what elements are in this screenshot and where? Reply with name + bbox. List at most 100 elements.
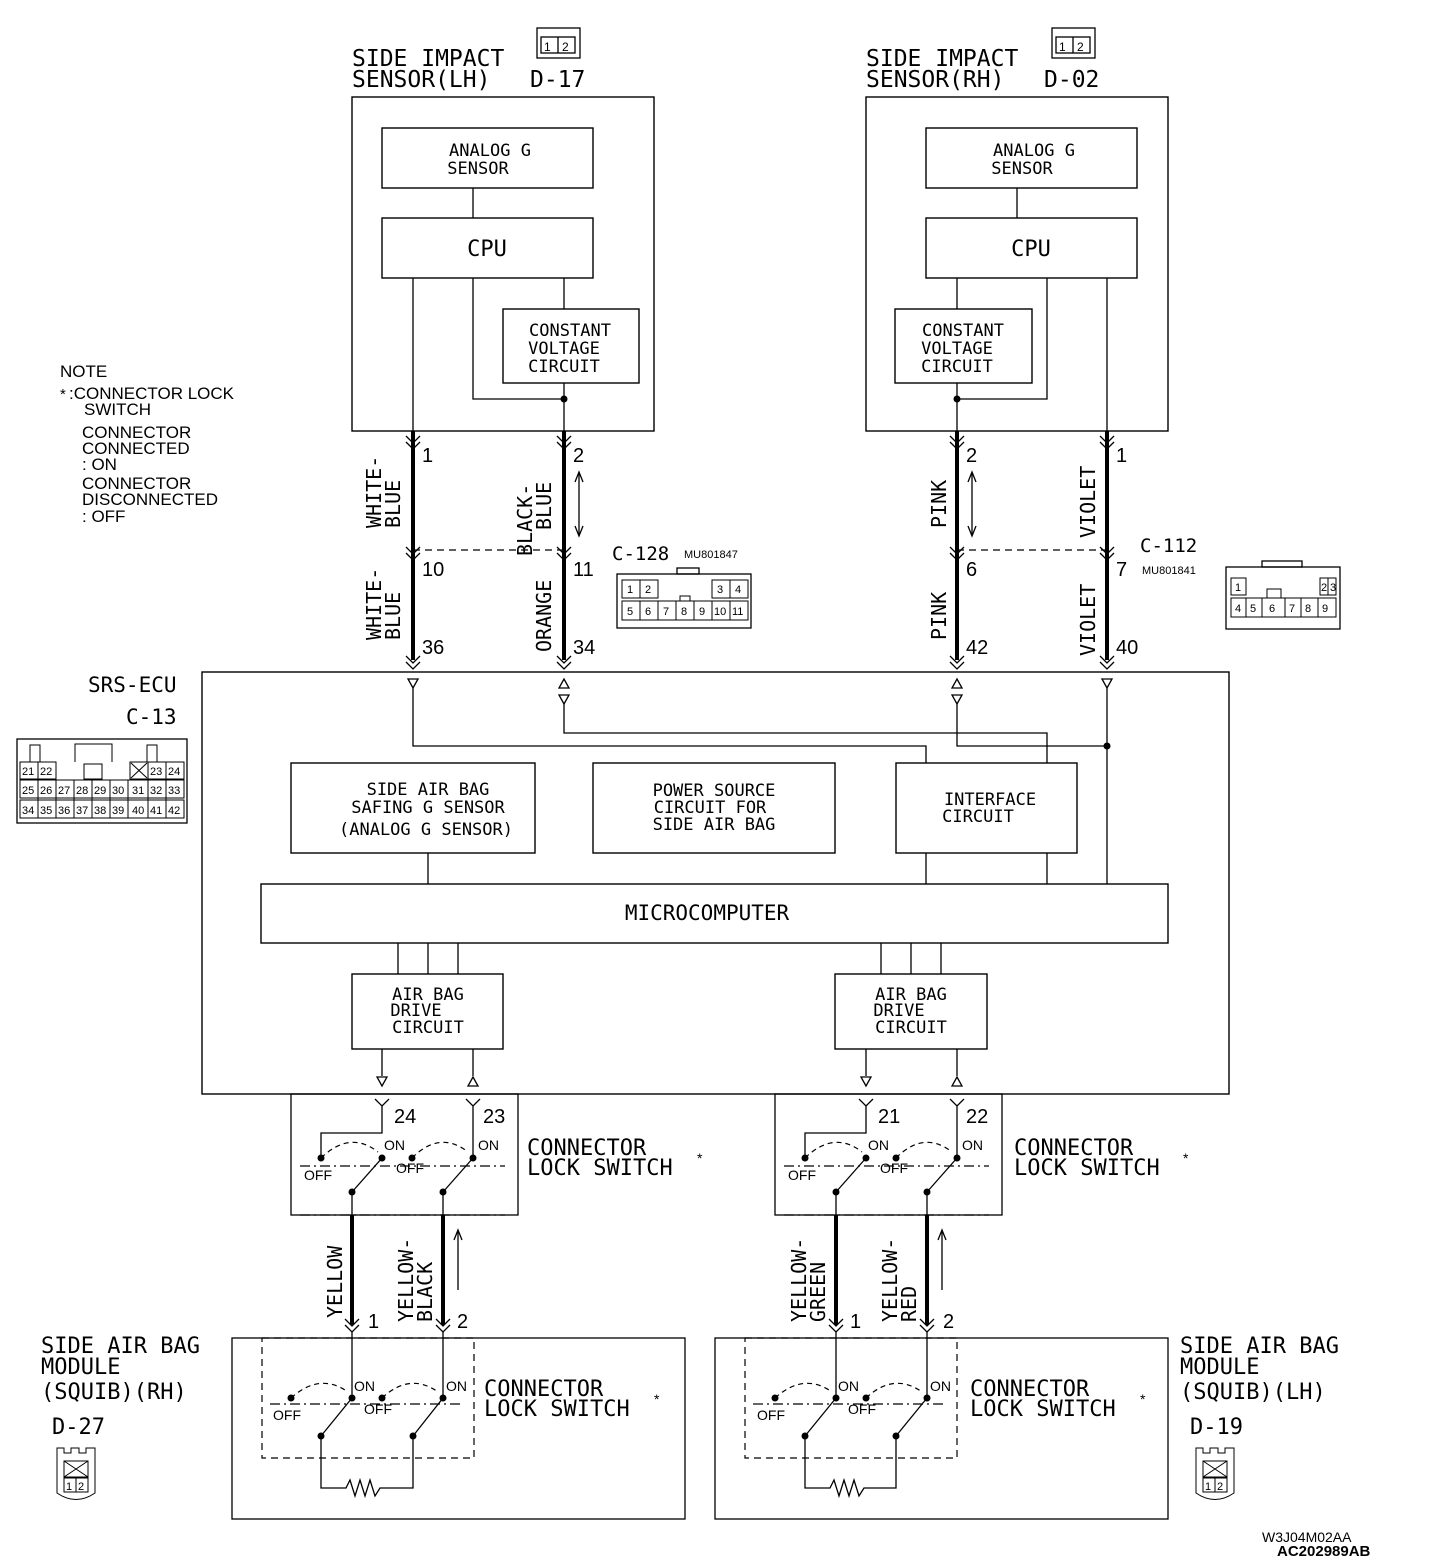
analog-g-sensor-lh: [381, 127, 594, 189]
svg-text:MICROCOMPUTER: MICROCOMPUTER: [625, 901, 790, 925]
svg-text:30: 30: [112, 785, 124, 797]
svg-text:23: 23: [150, 766, 162, 778]
svg-text:SWITCH: SWITCH: [84, 400, 151, 419]
svg-text:ON: ON: [930, 1378, 951, 1394]
connector-icon-d19: [1195, 1447, 1235, 1500]
ecu-code: C-13: [126, 705, 177, 729]
svg-text:ANALOG G: ANALOG G: [449, 141, 531, 161]
svg-text:1: 1: [422, 445, 433, 467]
svg-text:*: *: [1183, 1150, 1189, 1166]
svg-text:VIOLET: VIOLET: [1076, 466, 1100, 538]
svg-text:4: 4: [1235, 603, 1241, 615]
svg-text:MODULE: MODULE: [1180, 1355, 1259, 1380]
svg-text:: OFF: : OFF: [82, 507, 125, 526]
svg-text:CONNECTOR: CONNECTOR: [82, 474, 191, 493]
connector-lock-switch-ecu-left: 24 23 ON OFF ON OFF CONNECTOR LOCK SWITC…: [290, 1093, 703, 1216]
svg-text:AIR BAG: AIR BAG: [875, 985, 947, 1005]
svg-text:CONNECTOR: CONNECTOR: [970, 1377, 1090, 1402]
svg-text:ON: ON: [384, 1137, 405, 1153]
svg-text:*: *: [1140, 1391, 1146, 1407]
svg-text:(ANALOG G SENSOR): (ANALOG G SENSOR): [339, 820, 513, 840]
svg-text:1: 1: [66, 1481, 72, 1493]
signal-arrow-lh: [574, 470, 584, 538]
svg-text:9: 9: [699, 606, 705, 618]
svg-text:2: 2: [1077, 40, 1084, 54]
svg-text:21: 21: [22, 766, 34, 778]
upper-harness: 1 2 2 1 10 11 6 7 36 34 42 40 WHITE- BLU…: [362, 431, 1138, 670]
svg-text:25: 25: [22, 785, 34, 797]
svg-text:ON: ON: [868, 1137, 889, 1153]
sensor-lh-title-2: SENSOR(LH): [352, 67, 490, 93]
svg-text:SAFING G SENSOR: SAFING G SENSOR: [351, 798, 505, 818]
svg-text:33: 33: [168, 785, 180, 797]
svg-text:INTERFACE: INTERFACE: [944, 790, 1036, 810]
lower-harness: 1 2 1 2 YELLOW YELLOW- BLACK YELLOW- GRE…: [300, 1214, 989, 1333]
svg-text:SIDE AIR BAG: SIDE AIR BAG: [653, 815, 776, 835]
svg-text:36: 36: [58, 805, 70, 817]
diagram-ref-code: W3J04M02AA: [1262, 1529, 1352, 1545]
constant-voltage-circuit-rh: [894, 308, 1033, 384]
svg-text:ON: ON: [354, 1378, 375, 1394]
svg-text:CONNECTOR: CONNECTOR: [1014, 1136, 1134, 1161]
svg-text:39: 39: [112, 805, 124, 817]
svg-text:LOCK SWITCH: LOCK SWITCH: [1014, 1156, 1160, 1181]
svg-text:CIRCUIT: CIRCUIT: [942, 807, 1014, 827]
svg-text:LOCK SWITCH: LOCK SWITCH: [527, 1156, 673, 1181]
svg-text:SIDE AIR BAG: SIDE AIR BAG: [1180, 1334, 1339, 1359]
svg-text:CPU: CPU: [467, 237, 507, 262]
svg-text:1: 1: [1059, 40, 1066, 54]
svg-text:1: 1: [1205, 1481, 1211, 1493]
figure-id: AC202989AB: [1277, 1543, 1371, 1558]
svg-text:DRIVE: DRIVE: [390, 1001, 441, 1021]
svg-text:35: 35: [40, 805, 52, 817]
svg-text:CONNECTED: CONNECTED: [82, 439, 190, 458]
svg-text:ON: ON: [478, 1137, 499, 1153]
side-impact-sensor-rh: SIDE IMPACT SENSOR(RH) D-02 1 2 ANALOG G…: [865, 27, 1169, 432]
connector-c13: 21 22 23 24 25 26 27 28 29 30 31 32 33 3…: [16, 738, 188, 824]
svg-text:1: 1: [544, 40, 551, 54]
svg-text:CONSTANT: CONSTANT: [529, 321, 611, 341]
svg-text:CIRCUIT: CIRCUIT: [875, 1018, 947, 1038]
svg-text:OFF: OFF: [757, 1407, 785, 1423]
analog-g-sensor-rh: [925, 127, 1138, 189]
svg-text:29: 29: [94, 785, 106, 797]
svg-text:WHITE-: WHITE-: [362, 456, 386, 528]
svg-text:*: *: [697, 1150, 703, 1166]
side-air-bag-module-rh: SIDE AIR BAG MODULE (SQUIB)(RH) D-27 1 2…: [41, 1332, 686, 1520]
svg-text:: ON: : ON: [82, 455, 117, 474]
svg-text:40: 40: [132, 805, 144, 817]
svg-text:10: 10: [422, 559, 444, 581]
svg-text:31: 31: [132, 785, 144, 797]
sensor-rh-title-2: SENSOR(RH): [866, 67, 1004, 93]
svg-text:BLACK-: BLACK-: [513, 484, 537, 556]
constant-voltage-circuit-lh: [502, 308, 640, 384]
svg-text:3: 3: [717, 584, 723, 596]
side-air-bag-module-lh: SIDE AIR BAG MODULE (SQUIB)(LH) D-19 1 2…: [714, 1332, 1339, 1520]
svg-text:OFF: OFF: [273, 1407, 301, 1423]
svg-text:YELLOW-: YELLOW-: [394, 1238, 418, 1322]
svg-text:VIOLET: VIOLET: [1076, 584, 1100, 656]
svg-text:OFF: OFF: [788, 1167, 816, 1183]
svg-text:SENSOR: SENSOR: [447, 159, 509, 179]
svg-text:VOLTAGE: VOLTAGE: [528, 339, 600, 359]
svg-text:BLACK: BLACK: [413, 1262, 437, 1322]
svg-text:ON: ON: [962, 1137, 983, 1153]
connector-c128: C-128 MU801847 1 2 3 4 5 6 7 8 9 10 11: [612, 543, 752, 629]
svg-text:10: 10: [714, 606, 726, 618]
svg-text:23: 23: [483, 1106, 505, 1128]
svg-text:OFF: OFF: [396, 1160, 424, 1176]
svg-text:27: 27: [58, 785, 70, 797]
ecu-name: SRS-ECU: [88, 673, 177, 697]
svg-text:WHITE-: WHITE-: [362, 568, 386, 640]
svg-text:CIRCUIT: CIRCUIT: [528, 357, 600, 377]
connector-c112: C-112 MU801841 1 2 3 4 5 6 7 8 9: [1140, 535, 1341, 630]
air-bag-drive-circuit-left: [351, 973, 504, 1050]
svg-text:PINK: PINK: [927, 480, 951, 528]
svg-text:GREEN: GREEN: [806, 1262, 830, 1322]
svg-text:8: 8: [681, 606, 687, 618]
svg-text:26: 26: [40, 785, 52, 797]
svg-text:42: 42: [168, 805, 180, 817]
air-bag-drive-circuit-right: [834, 973, 988, 1050]
svg-text:D-27: D-27: [52, 1415, 105, 1440]
